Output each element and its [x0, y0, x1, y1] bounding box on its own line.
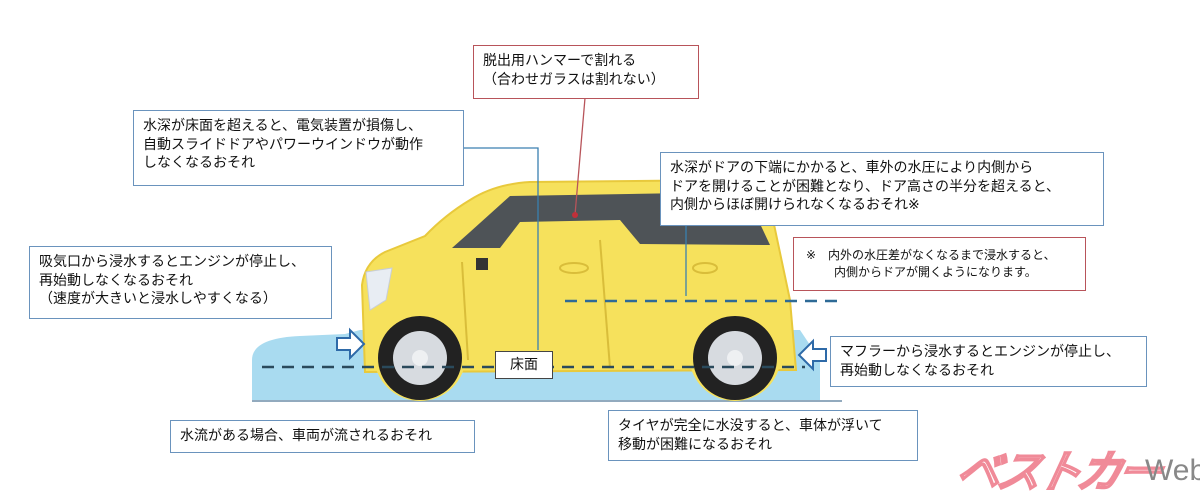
door-callout: 水深がドアの下端にかかると、車外の水圧により内側から ドアを開けることが困難とな…	[660, 152, 1104, 226]
side-mirror	[476, 258, 488, 270]
callout-line: 内側からほぼ開けられなくなるおそれ※	[670, 197, 920, 213]
intake-callout: 吸気口から浸水するとエンジンが停止し、 再始動しなくなるおそれ （速度が大きいと…	[29, 246, 332, 319]
callout-line: ドアを開けることが困難となり、ドア高さの半分を超えると、	[670, 178, 1061, 195]
callout-line: 水深が床面を超えると、電気装置が損傷し、	[143, 118, 423, 134]
callout-line: 脱出用ハンマーで割れる	[483, 53, 637, 69]
hammer-leader	[574, 97, 586, 216]
front-wheel	[374, 309, 466, 401]
callout-line: マフラーから浸水するとエンジンが停止し、	[840, 344, 1120, 360]
floor-label: 床面	[495, 351, 553, 379]
door-seam-front	[461, 261, 469, 361]
floor-label-text: 床面	[510, 357, 538, 373]
tire-callout: タイヤが完全に水没すると、車体が浮いて 移動が困難になるおそれ	[608, 410, 918, 461]
floor-depth-callout: 水深が床面を超えると、電気装置が損傷し、 自動スライドドアやパワーウインドウが動…	[133, 110, 464, 186]
door-handle-rear	[692, 262, 718, 274]
door-seam	[599, 239, 611, 369]
callout-line: （合わせガラスは割れない）	[483, 71, 665, 88]
door-handle	[559, 262, 589, 274]
logo-kana: ベストカー	[951, 446, 1165, 499]
callout-line: 再始動しなくなるおそれ	[840, 362, 994, 379]
headlight	[365, 267, 393, 311]
callout-line: ※ 内外の水圧差がなくなるまで浸水すると、	[806, 248, 1056, 262]
callout-line: 内側からドアが開くようになります。	[834, 265, 1037, 279]
bestcar-web-logo: ベストカー Web	[950, 440, 1200, 499]
note-callout: ※ 内外の水圧差がなくなるまで浸水すると、 内側からドアが開くようになります。	[793, 237, 1086, 291]
callout-line: 水深がドアの下端にかかると、車外の水圧により内側から	[670, 160, 1034, 176]
callout-line: 再始動しなくなるおそれ	[39, 272, 193, 289]
logo-web: Web	[1145, 454, 1200, 487]
rear-wheel	[689, 309, 781, 401]
intake-arrow-icon	[336, 327, 366, 361]
muffler-arrow-icon	[797, 338, 827, 372]
hammer-point	[572, 212, 578, 218]
floor-leader	[463, 147, 539, 350]
hammer-callout: 脱出用ハンマーで割れる （合わせガラスは割れない）	[473, 45, 699, 99]
callout-line: しなくなるおそれ	[143, 155, 255, 171]
callout-line: 吸気口から浸水するとエンジンが停止し、	[39, 254, 305, 270]
callout-line: 移動が困難になるおそれ	[618, 436, 772, 453]
callout-line: 水流がある場合、車両が流されるおそれ	[180, 428, 432, 444]
callout-line: タイヤが完全に水没すると、車体が浮いて	[618, 418, 883, 434]
callout-line: （速度が大きいと浸水しやすくなる）	[39, 291, 277, 307]
water-flow-callout: 水流がある場合、車両が流されるおそれ	[170, 420, 475, 453]
muffler-callout: マフラーから浸水するとエンジンが停止し、 再始動しなくなるおそれ	[830, 336, 1147, 387]
callout-line: 自動スライドドアやパワーウインドウが動作	[143, 136, 423, 153]
